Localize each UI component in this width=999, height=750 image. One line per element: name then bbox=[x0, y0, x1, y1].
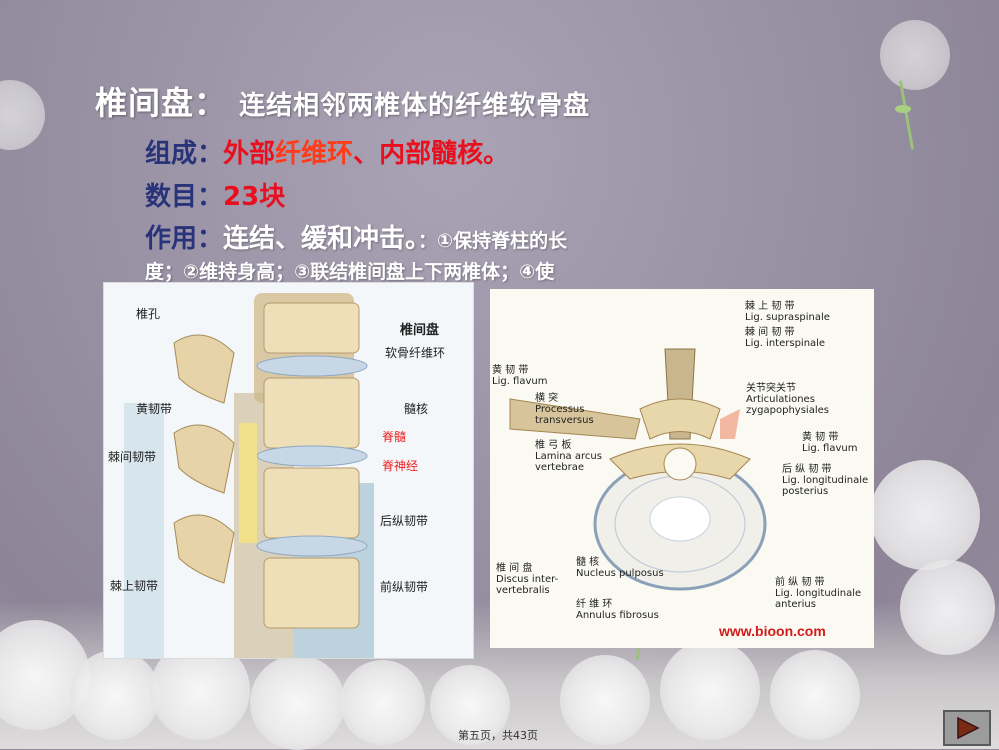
label-annulus: 软骨纤维环 bbox=[385, 346, 446, 360]
label-flavum-left-la: Lig. flavum bbox=[492, 376, 548, 387]
label-discus-cn: 椎 间 盘 bbox=[496, 563, 533, 574]
label-articulationes-la1: Articulationes bbox=[746, 394, 815, 405]
label-posterius-cn: 后 纵 韧 带 bbox=[782, 464, 832, 475]
dandelion-decoration bbox=[430, 665, 510, 745]
slide-title: 椎间盘： 连结相邻两椎体的纤维软骨盘 bbox=[95, 78, 590, 124]
title-definition: 连结相邻两椎体的纤维软骨盘 bbox=[239, 91, 591, 121]
label-supraspinale-la: Lig. supraspinale bbox=[745, 312, 830, 323]
function-label: 作用： bbox=[145, 224, 224, 254]
label-discus-la2: vertebralis bbox=[496, 585, 550, 596]
label-supraspinale-cn: 棘 上 韧 带 bbox=[745, 301, 795, 312]
website-watermark: www.bioon.com bbox=[719, 623, 826, 639]
function-value: 连结、缓和冲击。 bbox=[223, 224, 419, 254]
label-spinal-cord: 脊髓 bbox=[382, 430, 407, 444]
function-line: 作用：连结、缓和冲击。：①保持脊柱的长 bbox=[145, 218, 567, 255]
composition-inner: 内部 bbox=[379, 139, 432, 169]
function-detail-2: 度；②维持身高；③联结椎间盘上下两椎体；④使 bbox=[145, 261, 555, 283]
composition-nucleus: 髓核。 bbox=[431, 139, 510, 169]
title-colon: ： bbox=[194, 84, 228, 122]
spine-sagittal-illustration bbox=[124, 293, 374, 658]
label-annulus-cn: 纤 维 环 bbox=[576, 599, 613, 610]
play-triangle-icon bbox=[957, 716, 980, 740]
vertebra-axial-figure: 棘 上 韧 带 Lig. supraspinale 棘 间 韧 带 Lig. i… bbox=[490, 289, 874, 648]
title-term: 椎间盘 bbox=[95, 84, 195, 122]
label-anterius-la1: Lig. longitudinale bbox=[775, 588, 862, 599]
label-articulationes-la2: zygapophysiales bbox=[746, 405, 829, 416]
dandelion-decoration bbox=[250, 655, 345, 750]
label-flavum-right-cn: 黄 韧 带 bbox=[802, 432, 839, 443]
label-lamina-la1: Lamina arcus bbox=[535, 451, 602, 462]
count-label: 数目： bbox=[145, 182, 224, 212]
label-interspinale-la: Lig. interspinale bbox=[745, 338, 826, 349]
label-discus-la1: Discus inter- bbox=[496, 574, 559, 585]
label-anterius-cn: 前 纵 韧 带 bbox=[775, 577, 825, 588]
label-posterius-la1: Lig. longitudinale bbox=[782, 475, 869, 486]
function-detail-1: ：①保持脊柱的长 bbox=[418, 230, 568, 252]
label-intervertebral-disc: 椎间盘 bbox=[400, 323, 440, 338]
composition-annulus: 纤维环 bbox=[275, 139, 354, 169]
label-articulationes-cn: 关节突关节 bbox=[746, 383, 796, 394]
dandelion-decoration bbox=[340, 660, 425, 745]
dandelion-decoration bbox=[870, 460, 980, 570]
dandelion-decoration bbox=[0, 80, 45, 150]
label-nucleus: 髓核 bbox=[404, 402, 429, 416]
label-posterius-la2: posterius bbox=[782, 486, 829, 497]
vertebra-axial-illustration bbox=[509, 348, 767, 591]
dandelion-decoration bbox=[880, 20, 950, 90]
flower-stem bbox=[898, 80, 915, 150]
dandelion-decoration bbox=[660, 640, 760, 740]
label-annulus-la: Annulus fibrosus bbox=[576, 610, 659, 621]
count-value: 23块 bbox=[223, 182, 286, 212]
label-nucleus-la: Nucleus pulposus bbox=[576, 568, 664, 579]
label-anterius-la2: anterius bbox=[775, 599, 816, 610]
spine-sagittal-figure: 椎孔 黄韧带 棘间韧带 棘上韧带 椎间盘 软骨纤维环 髓核 脊髓 脊神经 后纵韧… bbox=[103, 282, 474, 659]
label-spinal-nerve: 脊神经 bbox=[382, 459, 419, 473]
composition-line: 组成：外部纤维环、内部髓核。 bbox=[145, 133, 509, 170]
composition-sep: 、 bbox=[353, 139, 380, 169]
label-transversus-cn: 横 突 bbox=[535, 393, 559, 404]
label-transversus-la2: transversus bbox=[535, 415, 594, 426]
label-flavum-left-cn: 黄 韧 带 bbox=[492, 365, 529, 376]
label-lamina-la2: vertebrae bbox=[535, 462, 584, 473]
label-transversus-la1: Processus bbox=[535, 404, 585, 415]
label-anterior-longitudinal: 前纵韧带 bbox=[380, 580, 429, 594]
dandelion-decoration bbox=[900, 560, 995, 655]
dandelion-decoration bbox=[560, 655, 650, 745]
composition-outer: 外部 bbox=[223, 139, 276, 169]
label-vertebral-foramen: 椎孔 bbox=[136, 307, 161, 321]
next-slide-button[interactable] bbox=[943, 710, 991, 746]
leaf-decoration bbox=[895, 105, 911, 113]
dandelion-decoration bbox=[70, 650, 160, 740]
page-counter: 第五页，共43页 bbox=[458, 729, 538, 742]
label-interspinale-cn: 棘 间 韧 带 bbox=[745, 327, 795, 338]
label-lamina-cn: 椎 弓 板 bbox=[535, 440, 572, 451]
composition-label: 组成： bbox=[145, 139, 224, 169]
label-posterior-longitudinal: 后纵韧带 bbox=[380, 514, 429, 528]
label-nucleus-cn: 髓 核 bbox=[576, 557, 600, 568]
count-line: 数目：23块 bbox=[145, 176, 285, 213]
label-interspinous-ligament: 棘间韧带 bbox=[108, 450, 157, 464]
dandelion-decoration bbox=[770, 650, 860, 740]
label-supraspinous-ligament: 棘上韧带 bbox=[110, 579, 159, 593]
label-ligamentum-flavum: 黄韧带 bbox=[136, 402, 173, 416]
label-flavum-right-la: Lig. flavum bbox=[802, 443, 858, 454]
